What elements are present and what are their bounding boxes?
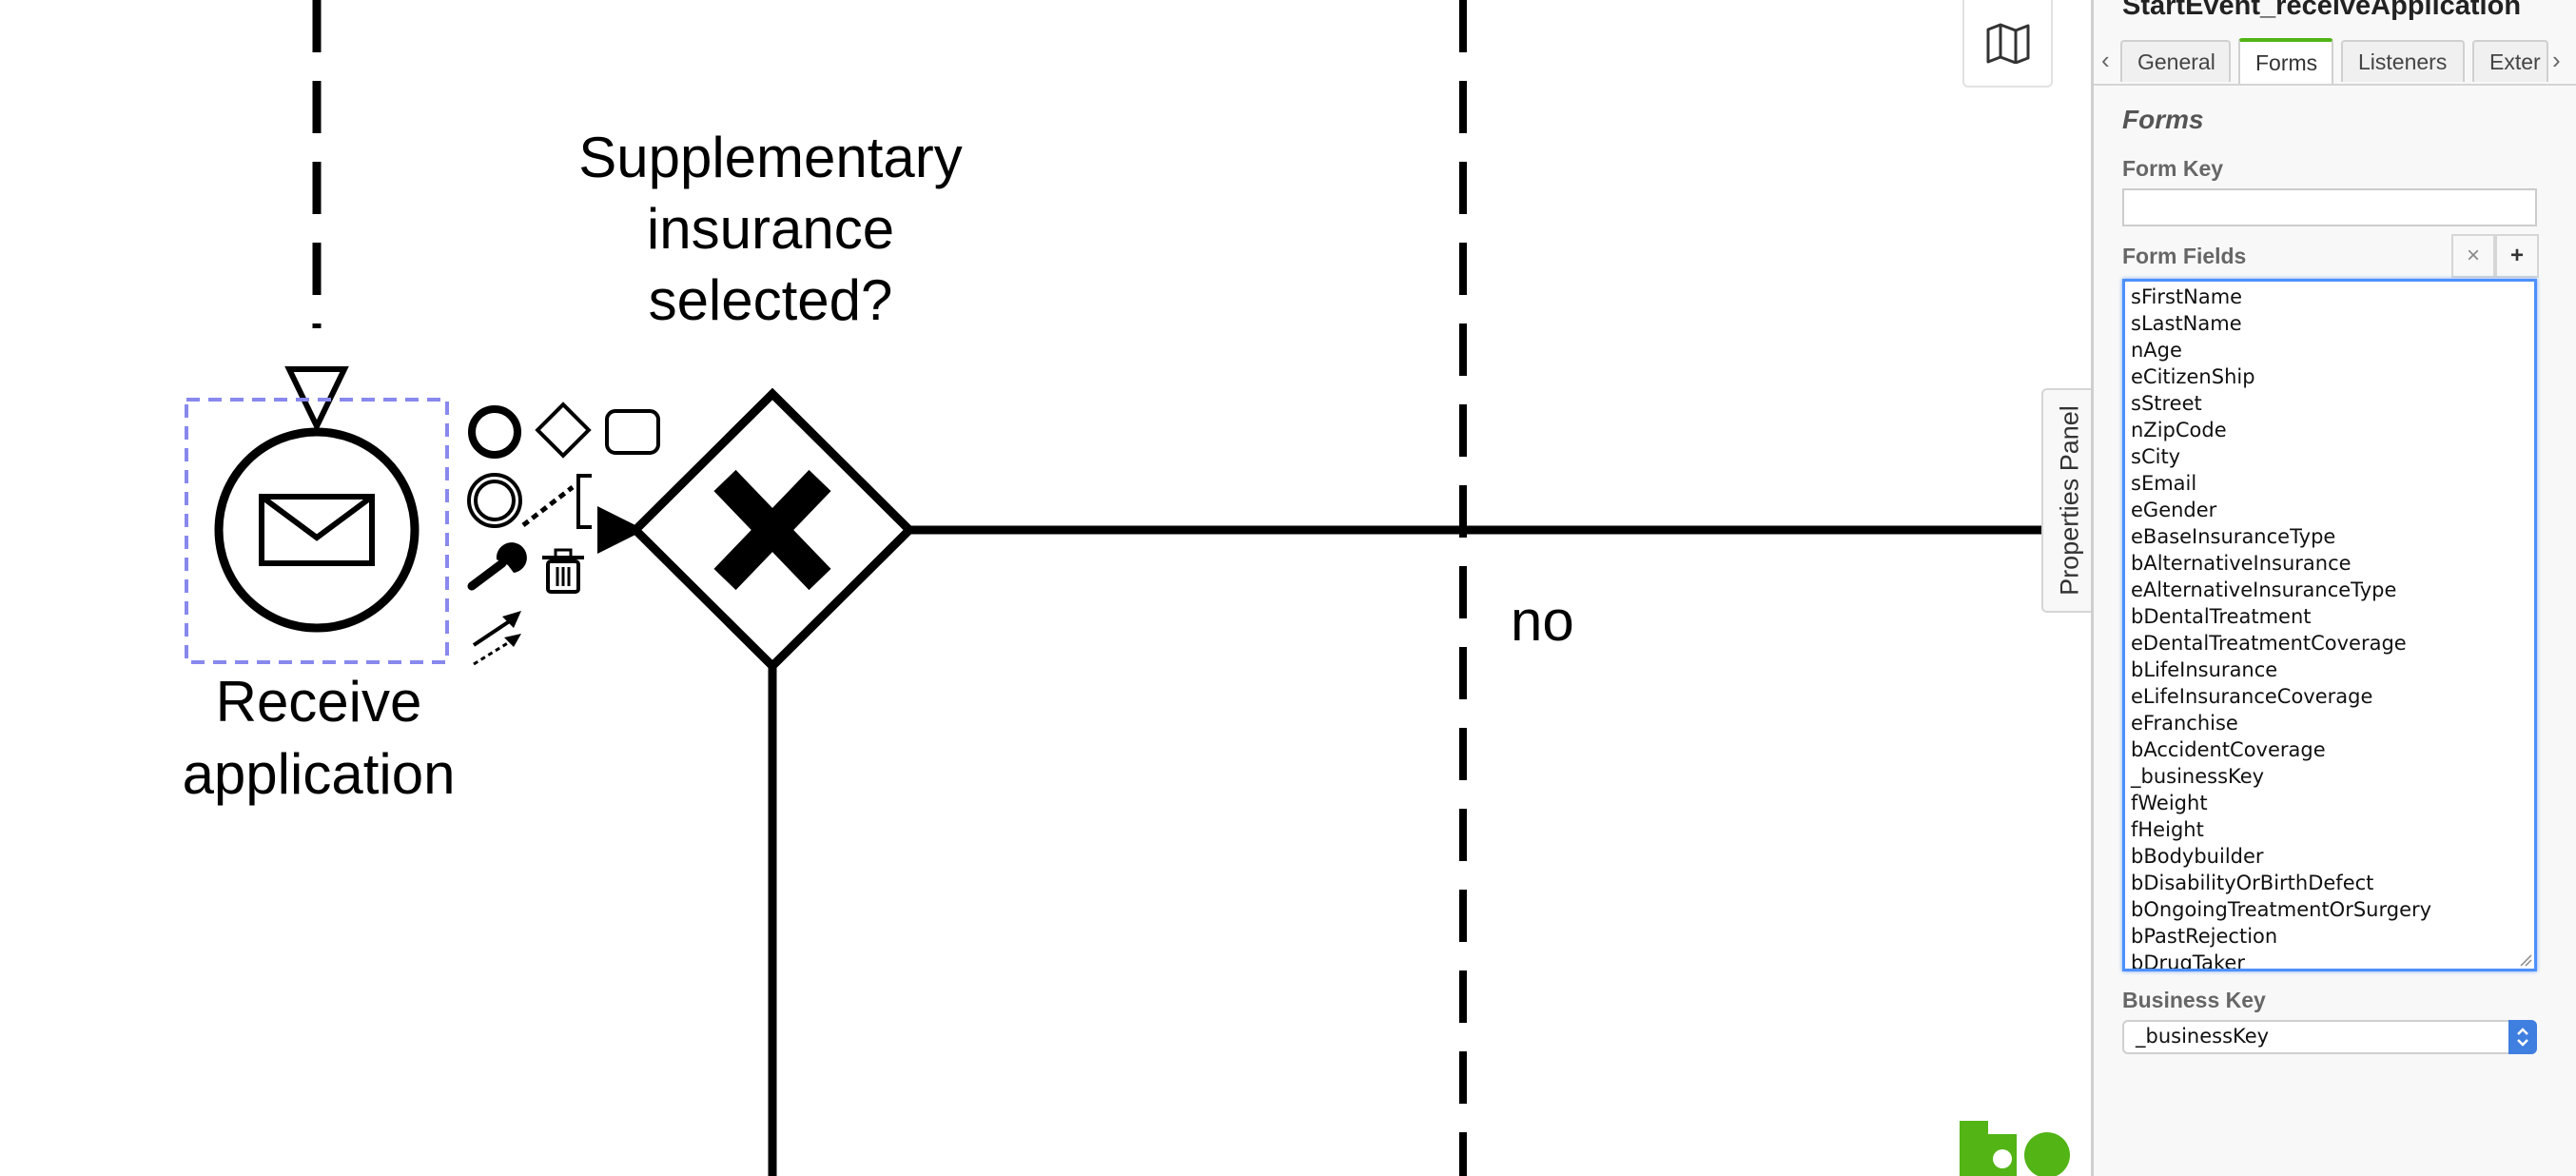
form-key-label: Form Key [2122, 156, 2224, 181]
form-field-item[interactable]: eDentalTreatmentCoverage [2131, 632, 2407, 655]
context-pad [467, 402, 660, 666]
select-arrows-icon [2508, 1020, 2537, 1054]
form-field-item[interactable]: eLifeInsuranceCoverage [2131, 685, 2373, 708]
tab-listeners[interactable]: Listeners [2341, 40, 2465, 82]
form-fields-label: Form Fields [2122, 244, 2247, 268]
exclusive-gateway-x-icon [713, 469, 831, 591]
sequence-flow-arrowhead [597, 506, 645, 554]
business-key-label: Business Key [2122, 988, 2266, 1012]
resize-grip-icon[interactable] [2519, 953, 2532, 967]
form-field-item[interactable]: bOngoingTreatmentOrSurgery [2131, 898, 2432, 921]
tab-bar: ‹ General Forms Listeners Exter › [2094, 34, 2576, 86]
properties-panel-toggle-label: Properties Panel [2055, 405, 2084, 596]
form-field-item[interactable]: bPastRejection [2131, 925, 2278, 948]
gateway-label-line: Supplementary [578, 126, 963, 189]
form-field-item[interactable]: bAlternativeInsurance [2131, 552, 2352, 575]
append-gateway-icon[interactable] [535, 402, 592, 459]
tab-general[interactable]: General [2120, 40, 2231, 82]
form-field-item[interactable]: bDisabilityOrBirthDefect [2131, 872, 2374, 894]
form-field-item[interactable]: bLifeInsurance [2131, 658, 2278, 681]
wrench-icon[interactable] [467, 542, 527, 591]
flow-label-no: no [1511, 589, 1574, 653]
business-key-selected-value: _businessKey [2136, 1025, 2270, 1048]
camunda-logo-icon[interactable] [1960, 1121, 2074, 1176]
form-field-item[interactable]: sStreet [2131, 392, 2202, 415]
form-field-item[interactable]: eGender [2131, 499, 2217, 521]
form-field-item[interactable]: bDentalTreatment [2131, 605, 2312, 628]
business-key-select[interactable]: _businessKey [2122, 1020, 2537, 1054]
form-field-item[interactable]: bAccidentCoverage [2131, 738, 2326, 761]
append-intermediate-event-icon[interactable] [467, 473, 522, 528]
element-id-title: StartEvent_receiveApplication [2122, 0, 2522, 21]
form-field-item[interactable]: fHeight [2131, 818, 2204, 841]
gateway-label-line: insurance [646, 197, 895, 261]
connect-arrow-icon[interactable] [472, 611, 521, 666]
properties-panel-toggle[interactable]: Properties Panel [2041, 388, 2097, 613]
form-key-input[interactable] [2122, 188, 2537, 226]
form-field-item[interactable]: eAlternativeInsuranceType [2131, 578, 2397, 601]
minimap-toggle-button[interactable] [1962, 0, 2053, 88]
tab-scroll-right-icon[interactable]: › [2552, 46, 2561, 74]
form-field-item[interactable]: bBodybuilder [2131, 845, 2264, 868]
form-field-item[interactable]: sLastName [2131, 312, 2242, 335]
form-field-item[interactable]: sFirstName [2131, 285, 2243, 308]
form-field-item[interactable]: sCity [2131, 445, 2181, 468]
append-end-event-icon[interactable] [468, 405, 521, 459]
form-field-item[interactable]: _businessKey [2131, 765, 2265, 788]
add-form-field-button[interactable]: + [2495, 234, 2539, 278]
text-annotation-icon[interactable] [521, 474, 592, 529]
form-field-item[interactable]: eFranchise [2131, 712, 2238, 735]
remove-form-field-button[interactable]: × [2451, 234, 2495, 278]
exclusive-gateway[interactable] [629, 387, 916, 673]
form-field-item[interactable]: nZipCode [2131, 419, 2227, 441]
form-field-item[interactable]: eBaseInsuranceType [2131, 525, 2336, 548]
bpmn-canvas[interactable] [0, 0, 2093, 1176]
start-event-label-line: application [182, 742, 456, 806]
tab-scroll-left-icon[interactable]: ‹ [2101, 46, 2110, 74]
map-icon [1986, 23, 2029, 64]
append-task-icon[interactable] [605, 409, 660, 455]
gateway-label: Supplementary insurance selected? [533, 122, 1008, 336]
start-event-label: Receive application [143, 666, 495, 811]
trash-icon[interactable] [542, 548, 584, 594]
properties-panel: StartEvent_receiveApplication ‹ General … [2091, 0, 2576, 1176]
form-fields-list[interactable]: sFirstName sLastName nAge eCitizenShip sStre… [2122, 279, 2537, 971]
forms-group-title: Forms [2122, 105, 2204, 134]
tab-extensions[interactable]: Exter [2472, 40, 2548, 82]
form-field-item[interactable]: nAge [2131, 339, 2182, 362]
form-field-item[interactable]: sEmail [2131, 472, 2197, 495]
form-field-item[interactable]: bDrugTaker [2131, 951, 2245, 971]
gateway-label-line: selected? [648, 268, 893, 332]
start-event-receive-application[interactable] [214, 427, 420, 633]
start-event-label-line: Receive [215, 670, 422, 734]
form-field-item[interactable]: fWeight [2131, 792, 2208, 814]
envelope-icon [259, 494, 375, 566]
tab-forms[interactable]: Forms [2238, 38, 2333, 84]
form-field-item[interactable]: eCitizenShip [2131, 365, 2255, 388]
